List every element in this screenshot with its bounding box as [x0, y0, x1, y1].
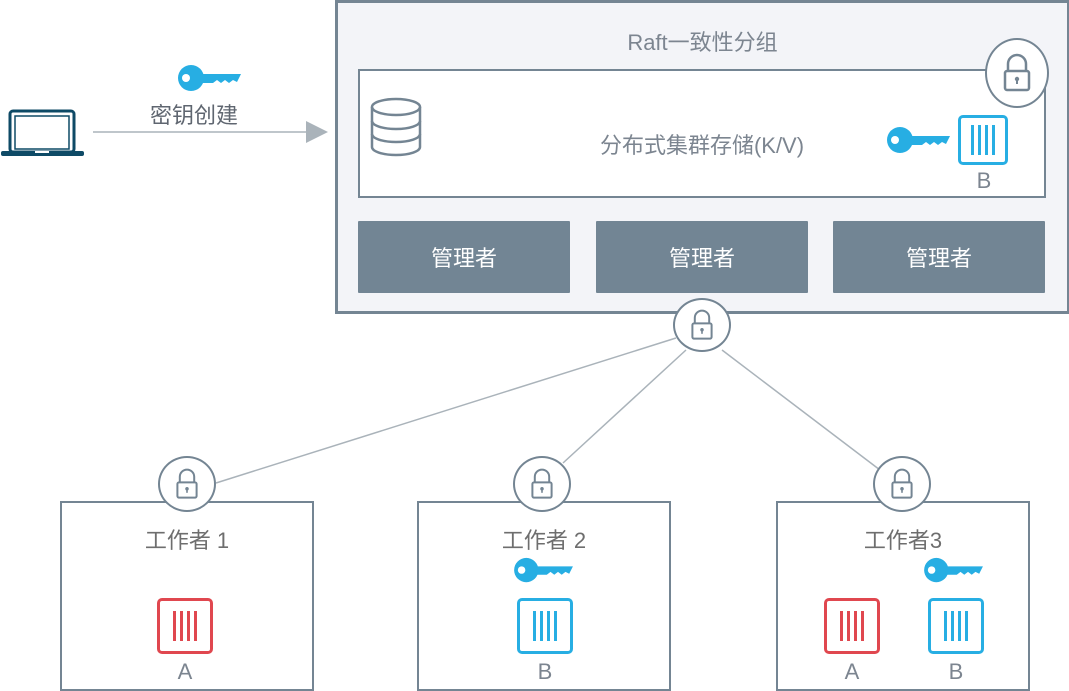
worker-3-lock-badge — [873, 456, 931, 512]
worker-node-1: 工作者 1 A — [60, 501, 314, 691]
worker-title: 工作者 1 — [144, 528, 230, 553]
container-a — [824, 598, 880, 654]
container-a — [157, 598, 213, 654]
lock-icon — [1003, 53, 1031, 92]
worker-1-lock-badge — [158, 456, 216, 512]
container-label: B — [948, 659, 964, 684]
manager-label: 管理者 — [430, 246, 497, 271]
container-b — [928, 598, 984, 654]
raft-cluster: Raft一致性分组 分布式集群存储(K/V) B — [335, 0, 1069, 314]
database-icon — [368, 97, 424, 164]
hub-lock-badge — [673, 298, 731, 352]
key-icon — [923, 557, 985, 590]
container-label: A — [844, 659, 860, 684]
worker-node-3: 工作者3 A B — [776, 501, 1030, 691]
container-label: A — [177, 659, 193, 684]
worker-2-lock-badge — [513, 456, 571, 512]
lock-icon — [691, 309, 713, 340]
manager-label: 管理者 — [668, 246, 735, 271]
connector-line-worker-3 — [721, 349, 881, 471]
key-creation-label: 密钥创建 — [150, 103, 239, 128]
container-b — [958, 115, 1008, 165]
worker-node-2: 工作者 2 B — [417, 501, 671, 691]
connector-line-worker-1 — [215, 337, 677, 484]
kv-store: 分布式集群存储(K/V) B — [358, 69, 1046, 198]
connector-line-worker-2 — [562, 349, 687, 464]
kv-store-label: 分布式集群存储(K/V) — [599, 133, 805, 158]
lock-icon — [176, 468, 198, 499]
key-creation-arrow-head — [306, 121, 328, 143]
manager-node-1: 管理者 — [358, 221, 570, 293]
worker-title: 工作者3 — [863, 528, 943, 553]
container-label: B — [976, 168, 992, 193]
manager-node-3: 管理者 — [833, 221, 1045, 293]
key-icon — [177, 64, 243, 99]
cluster-title: Raft一致性分组 — [627, 30, 778, 55]
manager-node-2: 管理者 — [596, 221, 808, 293]
worker-title: 工作者 2 — [501, 528, 587, 553]
lock-icon — [891, 468, 913, 499]
key-icon — [886, 126, 952, 161]
container-b — [517, 598, 573, 654]
lock-icon — [531, 468, 553, 499]
laptop-icon — [0, 108, 86, 163]
container-label: B — [537, 659, 553, 684]
key-icon — [513, 557, 575, 590]
manager-label: 管理者 — [905, 246, 972, 271]
cluster-lock-badge — [985, 38, 1049, 108]
